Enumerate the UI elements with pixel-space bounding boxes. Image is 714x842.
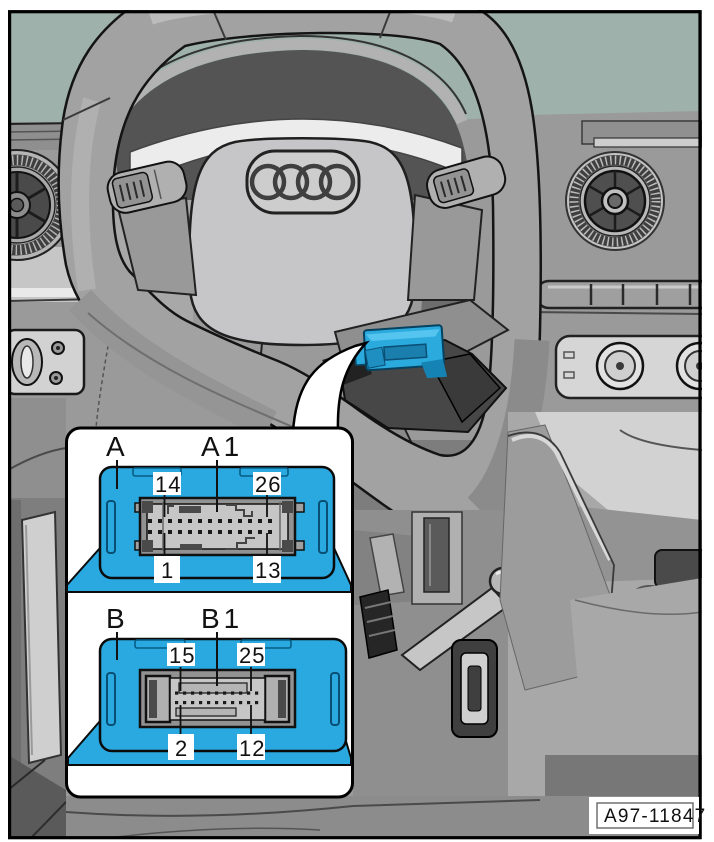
svg-text:13: 13: [255, 558, 281, 583]
svg-text:A: A: [106, 431, 125, 462]
svg-text:15: 15: [169, 643, 195, 668]
svg-text:2: 2: [175, 736, 187, 761]
svg-text:B: B: [106, 603, 125, 634]
svg-text:12: 12: [239, 736, 265, 761]
svg-text:1: 1: [161, 558, 173, 583]
svg-text:A1: A1: [201, 431, 243, 462]
svg-text:26: 26: [255, 472, 281, 497]
svg-text:25: 25: [239, 643, 265, 668]
svg-text:B1: B1: [201, 603, 243, 634]
svg-text:14: 14: [155, 472, 181, 497]
svg-text:A97-11847: A97-11847: [604, 806, 706, 827]
